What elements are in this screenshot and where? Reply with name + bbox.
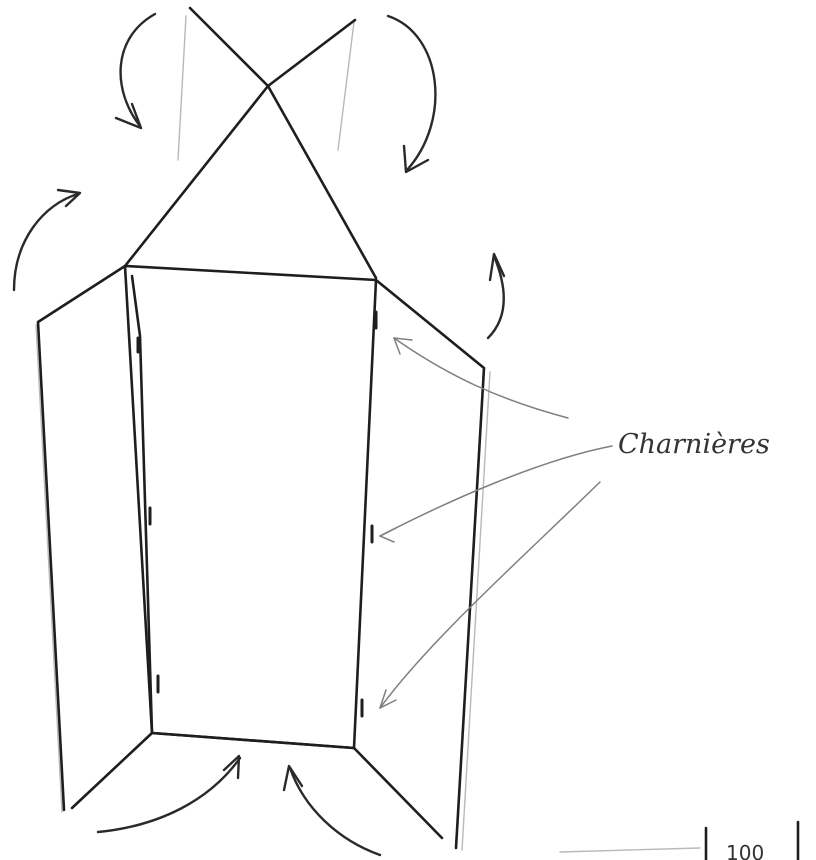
left-side-panel xyxy=(38,266,125,810)
hinge-pointers xyxy=(380,338,612,708)
hinge-label: Charnières xyxy=(618,429,770,460)
center-panel-inner-edge xyxy=(132,276,152,733)
fold-arrows xyxy=(14,14,504,855)
center-panel xyxy=(125,266,376,748)
corner-fragment: 100 xyxy=(560,822,798,860)
hinge-marks xyxy=(138,312,376,716)
corner-number: 100 xyxy=(726,841,764,860)
pencil-guides xyxy=(36,16,490,850)
bottom-flaps xyxy=(72,733,442,838)
